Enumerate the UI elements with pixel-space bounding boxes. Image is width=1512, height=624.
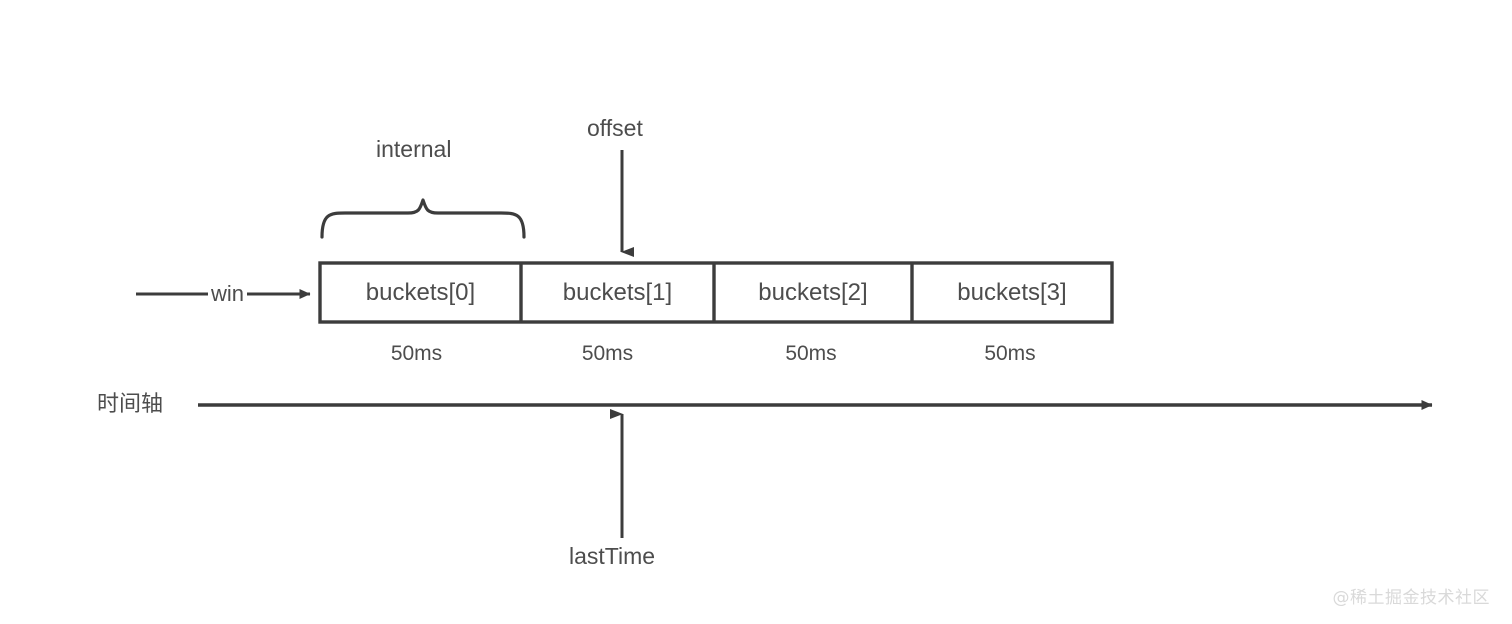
bucket-duration-3: 50ms (984, 342, 1036, 365)
timeline-label: 时间轴 (97, 392, 164, 417)
bucket-duration-0: 50ms (390, 342, 443, 365)
bucket-label-3: buckets[3] (957, 279, 1067, 306)
lasttime-label: lastTime (569, 543, 656, 569)
internal-label: internal (376, 136, 452, 162)
bucket-label-0: buckets[0] (365, 279, 476, 306)
bucket-label-2: buckets[2] (758, 279, 868, 306)
win-label: win (208, 283, 248, 305)
bucket-duration-2: 50ms (785, 342, 837, 365)
internal-brace (320, 198, 526, 239)
bucket-label-1: buckets[1] (562, 279, 673, 306)
bucket-duration-1: 50ms (581, 342, 634, 365)
watermark: @稀土掘金技术社区 (1332, 588, 1490, 608)
buckets-row (318, 261, 1114, 324)
offset-label: offset (587, 115, 643, 141)
